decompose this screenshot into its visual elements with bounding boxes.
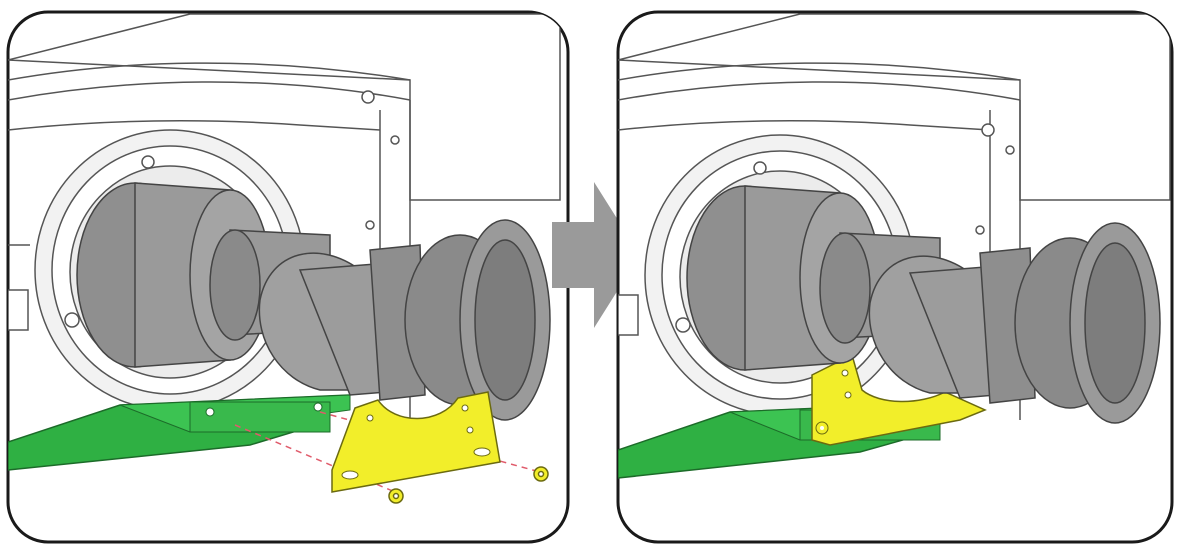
- panel-before: [6, 10, 570, 544]
- step-arrow: [552, 182, 640, 328]
- lens-support-bracket: [811, 353, 987, 446]
- projection-lens: [686, 185, 1161, 424]
- panel-after: [616, 10, 1174, 544]
- projection-lens: [76, 182, 551, 421]
- mounting-nuts: [388, 466, 549, 504]
- lens-support-bracket: [331, 391, 501, 493]
- projector-housing: [618, 13, 1171, 420]
- base-plate: [8, 394, 353, 471]
